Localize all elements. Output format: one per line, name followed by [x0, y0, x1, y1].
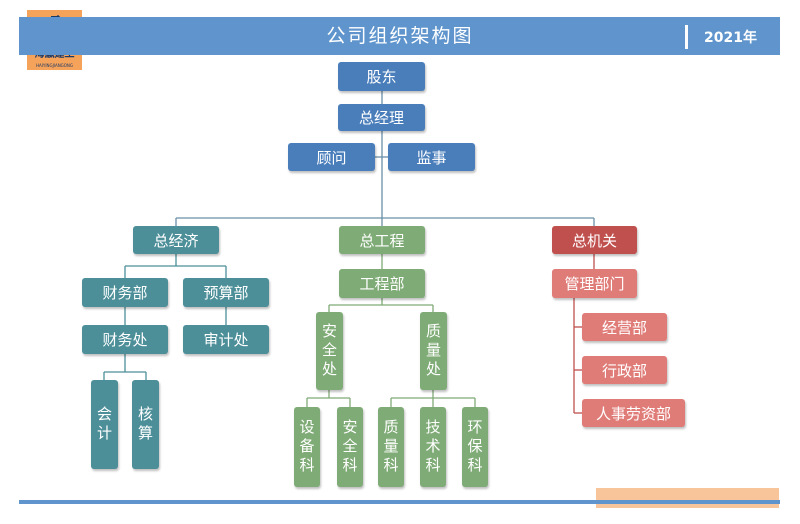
footer-bar — [19, 500, 780, 504]
node-general-manager: 总经理 — [338, 104, 425, 131]
node-accounting: 会计 — [91, 380, 118, 469]
node-management-dept: 管理部门 — [552, 269, 637, 298]
node-safety-office: 安全处 — [316, 312, 343, 390]
node-supervisor: 监事 — [388, 143, 475, 171]
node-hr-dept: 人事劳资部 — [582, 399, 685, 427]
node-engineering-dept: 工程部 — [339, 269, 425, 298]
node-quality-office: 质量处 — [420, 312, 447, 390]
node-advisor: 顾问 — [288, 143, 375, 171]
node-cost-accounting: 核算 — [132, 380, 159, 469]
node-head-office: 总机关 — [552, 226, 637, 254]
node-administration-dept: 行政部 — [582, 356, 667, 384]
node-operations-dept: 经营部 — [582, 313, 667, 341]
node-chief-engineer: 总工程 — [339, 226, 425, 254]
node-quality-section: 质量科 — [378, 407, 404, 487]
node-equipment-section: 设备科 — [294, 407, 320, 487]
node-shareholders: 股东 — [338, 62, 425, 91]
logo-subtitle: HAIYINGJIANGONG — [35, 63, 74, 68]
title-bar — [19, 17, 780, 55]
node-finance-office: 财务处 — [82, 325, 168, 354]
node-audit-office: 审计处 — [183, 325, 269, 354]
year-separator — [685, 25, 688, 49]
node-budget-dept: 预算部 — [183, 278, 269, 307]
footer-accent-block — [596, 488, 779, 508]
node-safety-section: 安全科 — [337, 407, 363, 487]
node-environmental-section: 环保科 — [462, 407, 488, 487]
node-chief-economist: 总经济 — [133, 226, 219, 254]
node-finance-dept: 财务部 — [82, 278, 168, 307]
page-title: 公司组织架构图 — [326, 25, 474, 47]
year-label: 2021年 — [704, 30, 757, 46]
node-technical-section: 技术科 — [420, 407, 446, 487]
